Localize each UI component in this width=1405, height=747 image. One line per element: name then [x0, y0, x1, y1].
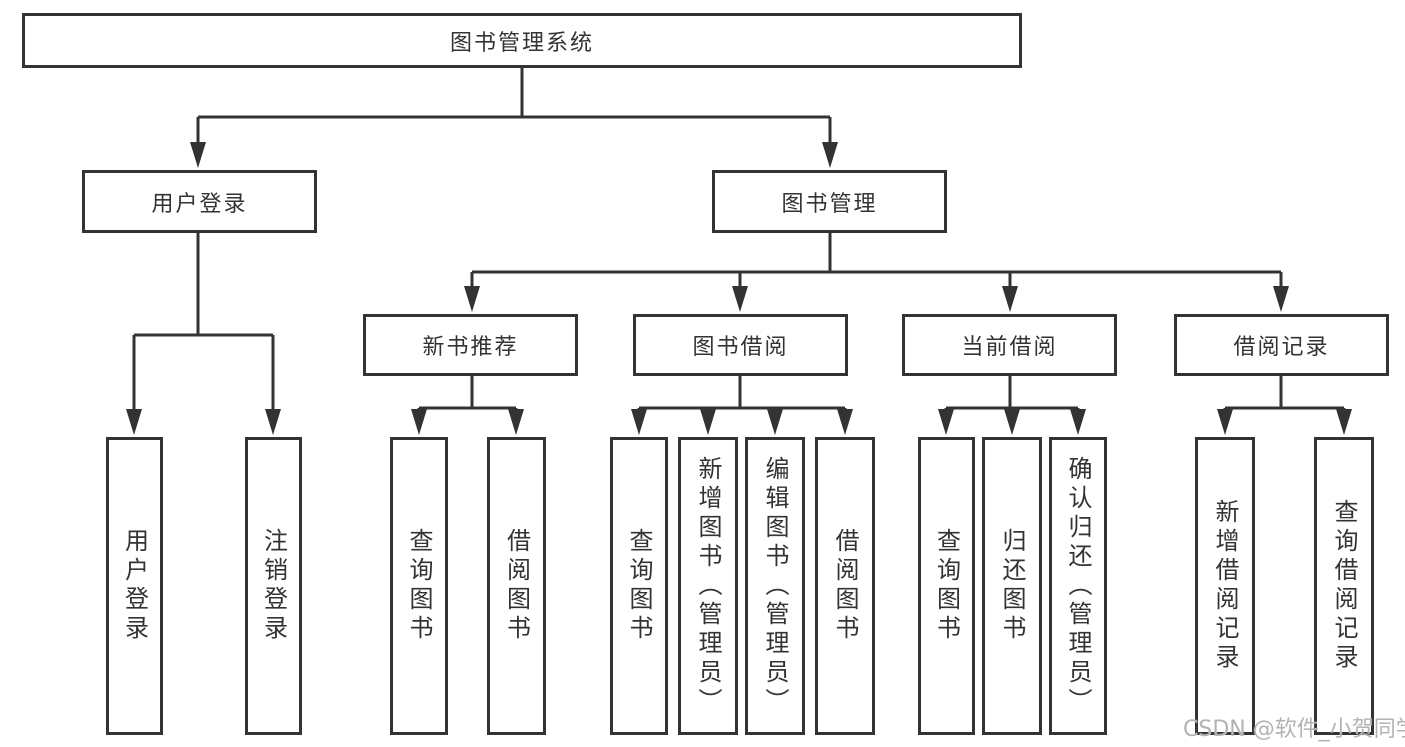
connector-new-book-branch: [417, 376, 518, 415]
arrowhead: [1336, 409, 1352, 435]
leaf-user-login: 用户登录: [106, 437, 163, 735]
arrowhead: [837, 409, 853, 435]
leaf-confirm-return-admin: 确认归还（管理员）: [1049, 437, 1107, 735]
connector-root-branch: [196, 68, 832, 148]
connector-book-mgmt-branch: [470, 233, 1283, 291]
leaf-query-borrow-record: 查询借阅记录: [1314, 437, 1374, 735]
connector-borrow-records-branch: [1223, 376, 1346, 415]
leaf-add-books-admin: 新增图书（管理员）: [678, 437, 738, 735]
connector-user-login-branch: [132, 233, 275, 415]
arrowhead: [1070, 409, 1086, 435]
leaf-query-books-borrow: 查询图书: [610, 437, 668, 735]
node-root-system: 图书管理系统: [22, 13, 1022, 68]
arrowhead: [508, 409, 524, 435]
arrowhead: [938, 409, 954, 435]
node-book-mgmt-branch: 图书管理: [712, 170, 947, 233]
arrowhead: [265, 409, 281, 435]
leaf-borrow-books-recommend: 借阅图书: [487, 437, 546, 735]
arrowhead: [1002, 286, 1018, 312]
leaf-edit-books-admin: 编辑图书（管理员）: [745, 437, 805, 735]
leaf-query-books-current: 查询图书: [918, 437, 975, 735]
arrowhead: [1273, 286, 1289, 312]
arrowhead: [1217, 409, 1233, 435]
arrowhead: [1004, 409, 1020, 435]
leaf-logout: 注销登录: [245, 437, 302, 735]
node-current-borrow: 当前借阅: [902, 314, 1117, 376]
arrowhead: [822, 142, 838, 168]
arrowhead: [411, 409, 427, 435]
connector-current-borrow-branch: [944, 376, 1080, 415]
leaf-borrow-books: 借阅图书: [815, 437, 875, 735]
arrowhead: [126, 409, 142, 435]
csdn-watermark: CSDN @软件_小贺同学: [1183, 717, 1405, 742]
arrowhead: [700, 409, 716, 435]
arrowhead: [732, 286, 748, 312]
node-borrow-records: 借阅记录: [1174, 314, 1389, 376]
leaf-query-books-recommend: 查询图书: [390, 437, 448, 735]
connector-book-borrow-branch: [637, 376, 847, 415]
arrowhead: [464, 286, 480, 312]
arrowhead: [190, 142, 206, 168]
node-new-book-recommend: 新书推荐: [363, 314, 578, 376]
node-user-login-branch: 用户登录: [82, 170, 317, 233]
arrowhead: [631, 409, 647, 435]
arrowhead: [767, 409, 783, 435]
node-book-borrow: 图书借阅: [633, 314, 848, 376]
leaf-return-books: 归还图书: [982, 437, 1042, 735]
leaf-add-borrow-record: 新增借阅记录: [1195, 437, 1255, 735]
